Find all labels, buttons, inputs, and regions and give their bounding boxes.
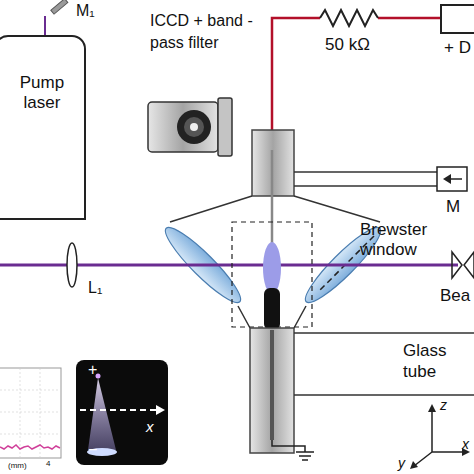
mirror-symbol bbox=[51, 0, 68, 14]
part-label: 4 bbox=[46, 459, 50, 469]
gas-pipe bbox=[294, 333, 474, 395]
flow-arrow bbox=[443, 174, 451, 184]
part-label: L₁ bbox=[88, 278, 102, 298]
part-label: Bea bbox=[440, 285, 470, 306]
part-label: x bbox=[462, 436, 469, 454]
photo-inset: + − x bbox=[76, 360, 168, 465]
node-text: x bbox=[146, 418, 162, 436]
lens-symbol bbox=[67, 243, 77, 287]
flow-arrow bbox=[450, 178, 462, 180]
electrode-rod bbox=[270, 330, 274, 440]
axis-line bbox=[414, 410, 464, 466]
scan-arrow bbox=[156, 405, 165, 415]
part-label: y bbox=[398, 455, 405, 473]
beam-dump bbox=[452, 252, 474, 278]
part-label: Glass tube bbox=[403, 340, 474, 383]
plasma-glow bbox=[263, 242, 281, 294]
laser-box: Pump laser bbox=[0, 35, 86, 220]
part-label: ICCD + band -pass filter bbox=[150, 10, 255, 54]
axis-arrow bbox=[410, 404, 470, 469]
lower-electrode bbox=[264, 288, 280, 330]
node-text: − bbox=[88, 440, 104, 459]
camera-lens bbox=[177, 110, 211, 144]
camera-lens bbox=[184, 117, 204, 137]
pump-beam bbox=[44, 16, 46, 35]
camera-front bbox=[218, 98, 232, 156]
part-label: Brewster window bbox=[360, 220, 440, 260]
camera-body bbox=[148, 102, 218, 152]
gas-pipe bbox=[294, 172, 437, 186]
plot-trace bbox=[0, 445, 60, 449]
upper-electrode bbox=[271, 150, 274, 244]
discharge-glow bbox=[88, 378, 116, 450]
camera-lens bbox=[190, 123, 198, 131]
part-label: M bbox=[446, 196, 460, 217]
power-supply-box: + D bbox=[440, 4, 474, 34]
part-label: M₁ bbox=[76, 1, 95, 21]
node-text: + D bbox=[444, 38, 474, 58]
plot-grid bbox=[0, 368, 60, 458]
glass-tube bbox=[250, 328, 294, 453]
part-label: z bbox=[440, 397, 447, 415]
flow-meter bbox=[437, 167, 467, 191]
ground-symbol bbox=[272, 440, 314, 460]
node-text: + bbox=[88, 360, 104, 379]
scan-arrow bbox=[80, 409, 158, 411]
high-voltage-wire bbox=[272, 18, 440, 150]
part-label: (mm) bbox=[8, 461, 27, 471]
node-text: Pump laser bbox=[6, 73, 78, 114]
part-label: 50 kΩ bbox=[325, 34, 370, 55]
plot-frame bbox=[0, 368, 61, 458]
resistor-symbol bbox=[320, 10, 378, 26]
